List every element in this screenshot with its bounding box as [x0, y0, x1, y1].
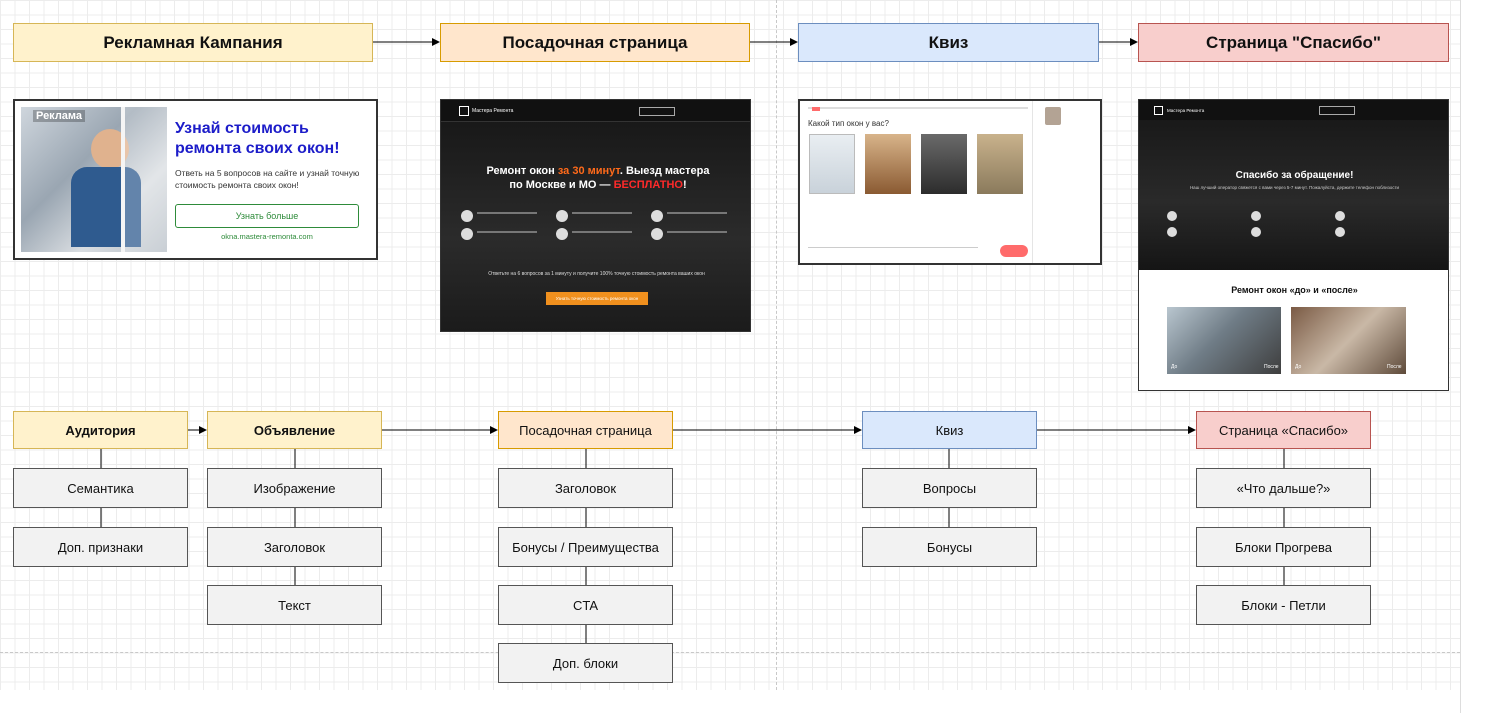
landing-bottom-node[interactable]: Посадочная страница	[498, 411, 673, 449]
quiz-question: Какой тип окон у вас?	[808, 119, 889, 128]
audience-item[interactable]: Доп. признаки	[13, 527, 188, 567]
ad-item[interactable]: Изображение	[207, 468, 382, 508]
thanks-node[interactable]: Страница "Спасибо"	[1138, 23, 1449, 62]
quiz-item[interactable]: Бонусы	[862, 527, 1037, 567]
quiz-node[interactable]: Квиз	[798, 23, 1099, 62]
consultant-avatar	[1045, 107, 1061, 125]
canvas-edge	[1460, 0, 1500, 713]
quiz-bottom-node[interactable]: Квиз	[862, 411, 1037, 449]
ad-campaign-node[interactable]: Рекламная Кампания	[13, 23, 373, 62]
thanks-bottom-node[interactable]: Страница «Спасибо»	[1196, 411, 1371, 449]
before-label-2: До	[1295, 364, 1302, 370]
landing-cta-button[interactable]: Узнать точную стоимость ремонта окон	[546, 292, 648, 305]
quiz-option-2[interactable]	[865, 134, 911, 194]
thanks-logo: Мастера Ремонта	[1167, 108, 1205, 113]
logo-icon	[459, 106, 469, 116]
after-label-2: После	[1387, 364, 1402, 370]
landing-item[interactable]: Бонусы / Преимущества	[498, 527, 673, 567]
audience-item[interactable]: Семантика	[13, 468, 188, 508]
ad-item[interactable]: Текст	[207, 585, 382, 625]
landing-header-button[interactable]	[639, 107, 675, 116]
landing-item[interactable]: CTA	[498, 585, 673, 625]
quiz-next-button[interactable]	[1000, 245, 1028, 257]
ad-badge: Реклама	[33, 110, 86, 122]
landing-header	[441, 100, 750, 122]
thanks-item[interactable]: Блоки Прогрева	[1196, 527, 1371, 567]
ad-item[interactable]: Заголовок	[207, 527, 382, 567]
before-label: До	[1171, 364, 1178, 370]
logo-icon	[1154, 106, 1163, 115]
divider-horizontal	[0, 652, 1460, 653]
quiz-item[interactable]: Вопросы	[862, 468, 1037, 508]
ad-preview[interactable]: Реклама Узнай стоимость ремонта своих ок…	[13, 99, 378, 260]
quiz-option-1[interactable]	[809, 134, 855, 194]
quiz-sidebar	[1032, 101, 1100, 263]
after-photo	[1291, 307, 1406, 374]
quiz-preview[interactable]: Какой тип окон у вас?	[798, 99, 1102, 265]
before-photo	[1167, 307, 1281, 374]
landing-item[interactable]: Доп. блоки	[498, 643, 673, 683]
quiz-option-4[interactable]	[977, 134, 1023, 194]
thanks-item[interactable]: Блоки - Петли	[1196, 585, 1371, 625]
landing-node[interactable]: Посадочная страница	[440, 23, 750, 62]
landing-logo: Мастера Ремонта	[472, 108, 514, 114]
canvas-bottom	[0, 690, 1460, 713]
thanks-item[interactable]: «Что дальше?»	[1196, 468, 1371, 508]
after-label: После	[1264, 364, 1279, 370]
landing-item[interactable]: Заголовок	[498, 468, 673, 508]
quiz-option-3[interactable]	[921, 134, 967, 194]
quiz-progress	[808, 107, 1028, 109]
ad-body: Ответь на 5 вопросов на сайте и узнай то…	[175, 168, 360, 190]
ad-url: okna.mastera-remonta.com	[221, 232, 313, 241]
divider-vertical	[776, 0, 777, 690]
thanks-hero	[1139, 100, 1448, 270]
audience-node[interactable]: Аудитория	[13, 411, 188, 449]
thanks-section-title: Ремонт окон «до» и «после»	[1231, 285, 1358, 295]
ad-headline: Узнай стоимость ремонта своих окон!	[175, 120, 340, 157]
landing-cta-text: Ответьте на 6 вопросов за 1 минуту и пол…	[488, 271, 705, 277]
landing-headline: Ремонт окон за 30 минут. Выезд мастера п…	[486, 165, 710, 191]
thanks-preview[interactable]: Мастера Ремонта Спасибо за обращение! На…	[1138, 99, 1449, 391]
landing-preview[interactable]: Мастера Ремонта Ремонт окон за 30 минут.…	[440, 99, 751, 332]
ad-node[interactable]: Объявление	[207, 411, 382, 449]
ad-learn-more-button[interactable]: Узнать больше	[175, 204, 359, 228]
thanks-title: Спасибо за обращение!	[1235, 170, 1354, 181]
thanks-subtitle: Наш лучший оператор свяжется с вами чере…	[1189, 185, 1400, 190]
ad-photo	[21, 107, 167, 252]
